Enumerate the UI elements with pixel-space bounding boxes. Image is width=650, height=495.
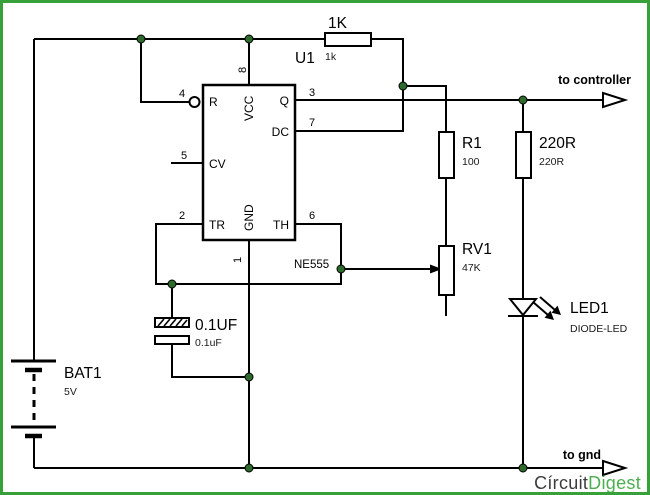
pin-number-6: 6 [309,210,315,222]
pin-number-3: 3 [309,87,315,99]
junction-dot [518,95,528,105]
pin-label-vcc: VCC [242,95,256,121]
led-emission-arrow-1 [532,301,549,316]
pin-label-q: Q [280,94,289,108]
junction-dot [244,463,254,473]
ic-ne555-body [201,83,297,242]
ic-ref-label: U1 [295,50,315,67]
resistor-r1-ref: R1 [462,135,482,152]
led-arrowhead-1-icon [544,310,554,320]
resistor-1k-value: 1k [325,51,337,63]
junction-dot [518,463,528,473]
pin-label-gnd: GND [242,204,256,231]
junction-dot [167,279,177,289]
capacitor-ref: 0.1UF [195,317,237,334]
potentiometer-rv1-ref: RV1 [462,241,492,258]
resistor-1k-body [324,32,372,47]
pin-number-4: 4 [179,88,185,100]
schematic-canvas: VCC GND R CV TR Q DC TH 8 4 5 2 1 3 7 6 … [11,15,641,492]
resistor-r1-body [438,131,455,179]
led-emission-arrow-2 [539,296,556,311]
circuitdigest-logo: CírcuitDigest [534,473,641,492]
led1-ref: LED1 [570,300,609,317]
battery-value: 5V [64,386,77,398]
resistor-1k-ref: 1K [328,15,348,32]
wiper-arrowhead-icon [430,264,442,274]
ic-part-label: NE555 [294,259,329,271]
pin-number-5: 5 [181,150,187,162]
resistor-220r-ref: 220R [539,135,576,152]
junction-dot [136,34,146,44]
junction-dot [336,264,346,274]
pin-label-tr: TR [209,218,225,232]
pin-label-cv: CV [209,157,226,171]
junction-dots [136,34,528,473]
battery-ref: BAT1 [64,365,102,382]
pin-number-8: 8 [237,67,249,73]
reset-bubble [188,96,201,108]
pin-number-7: 7 [309,117,315,129]
junction-dot [398,81,408,91]
capacitor-hatch-icon [157,318,188,327]
to-controller-label: to controller [558,73,631,87]
wire-reset-pin4 [140,39,189,103]
resistor-r1-value: 100 [462,156,480,168]
pin-label-dc: DC [272,125,290,139]
potentiometer-rv1-value: 47K [462,262,481,274]
led1-value: DIODE-LED [570,323,628,335]
led-arrowhead-2-icon [551,305,561,315]
to-gnd-label: to gnd [563,448,601,462]
to-controller-arrow-icon [602,91,629,109]
pin-label-r: R [209,95,218,109]
resistor-220r-body [515,131,532,179]
potentiometer-rv1-body [438,245,455,296]
pin-number-2: 2 [179,210,185,222]
capacitor-plate-bottom [154,335,190,345]
led-triangle-icon [507,298,539,317]
wire-cap-bottom-lead [171,344,249,378]
capacitor-value: 0.1uF [195,337,222,349]
logo-digest-text: Digest [588,473,641,492]
to-gnd-arrow-icon [602,459,629,477]
pin-number-1: 1 [232,257,244,263]
resistor-220r-value: 220R [539,156,565,168]
logo-circuit-text: Círcuit [534,473,588,492]
pin-label-th: TH [273,218,289,232]
junction-dot [244,372,254,382]
junction-dot [244,34,254,44]
wire-r1-branch [403,85,447,132]
